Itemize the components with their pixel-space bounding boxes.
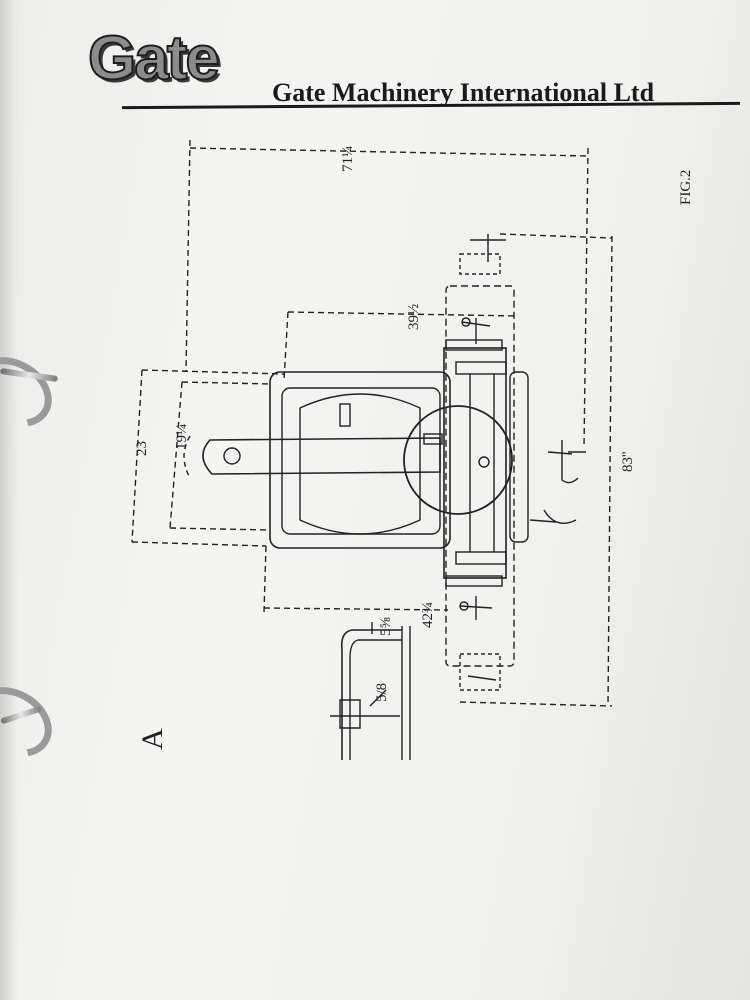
extension-line: [131, 541, 267, 547]
extension-line: [181, 381, 271, 385]
head-circle: [403, 405, 513, 515]
extension-line: [499, 233, 613, 239]
slide-rail: [455, 551, 507, 565]
top-handle-housing: [459, 253, 501, 275]
extension-line: [141, 369, 285, 375]
ram-arm: [202, 437, 441, 475]
cross-slide: [443, 347, 507, 579]
ram-pivot: [223, 447, 241, 465]
ram-outline-dashed: [183, 435, 191, 479]
dimension-line-23: [131, 369, 143, 543]
dim-label-23: 23: [134, 441, 150, 456]
dimension-line-height: [607, 235, 613, 707]
dim-label-42: 42¾: [420, 602, 436, 628]
dimension-line-39: [287, 311, 519, 317]
head-plate: [423, 433, 443, 445]
table-side: [509, 371, 529, 543]
machine-base-inner: [281, 387, 441, 535]
slide-end: [445, 575, 503, 587]
extension-line: [185, 139, 191, 373]
extension-line: [459, 701, 613, 707]
gate-logo: Gate: [87, 24, 221, 93]
handwheel-bottom: [459, 596, 493, 620]
section-profile-inner: [349, 639, 402, 760]
slide-rail: [455, 361, 507, 375]
column-body: [299, 393, 421, 535]
dim-label-58: 5/8: [374, 683, 390, 702]
extension-line: [283, 311, 289, 381]
dimension-line-width: [189, 147, 589, 157]
handwheel-top: [461, 318, 491, 344]
feed-handle: [529, 509, 577, 524]
machine-base: [269, 371, 451, 549]
bottom-handle: [467, 675, 497, 681]
extension-line: [263, 545, 267, 613]
extension-line: [169, 527, 271, 531]
dimension-line-19: [169, 381, 183, 529]
dimension-line-42: [263, 607, 449, 611]
column-boss: [339, 403, 351, 427]
work-table: [445, 285, 515, 667]
fig-label: FIG.2: [678, 170, 694, 205]
head-spindle: [478, 456, 490, 468]
dim-label-39: 39½: [406, 304, 422, 330]
page-shadow: [0, 0, 18, 1000]
dim-label-height: 83'': [620, 451, 636, 472]
handle-knob: [459, 601, 469, 611]
bottom-housing: [459, 653, 501, 691]
dim-label-5: 5⅝: [378, 617, 394, 637]
bolt-head: [339, 699, 361, 729]
side-handle: [547, 440, 579, 484]
dim-label-width: 71¼: [340, 146, 356, 172]
section-profile: [340, 629, 402, 760]
view-label: A: [136, 728, 169, 750]
top-handle: [470, 234, 506, 262]
slide-end: [445, 339, 503, 351]
dim-label-19: 19¼: [174, 424, 190, 450]
handle-knob: [461, 317, 471, 327]
leader: [369, 689, 387, 707]
extension-line: [583, 147, 589, 449]
